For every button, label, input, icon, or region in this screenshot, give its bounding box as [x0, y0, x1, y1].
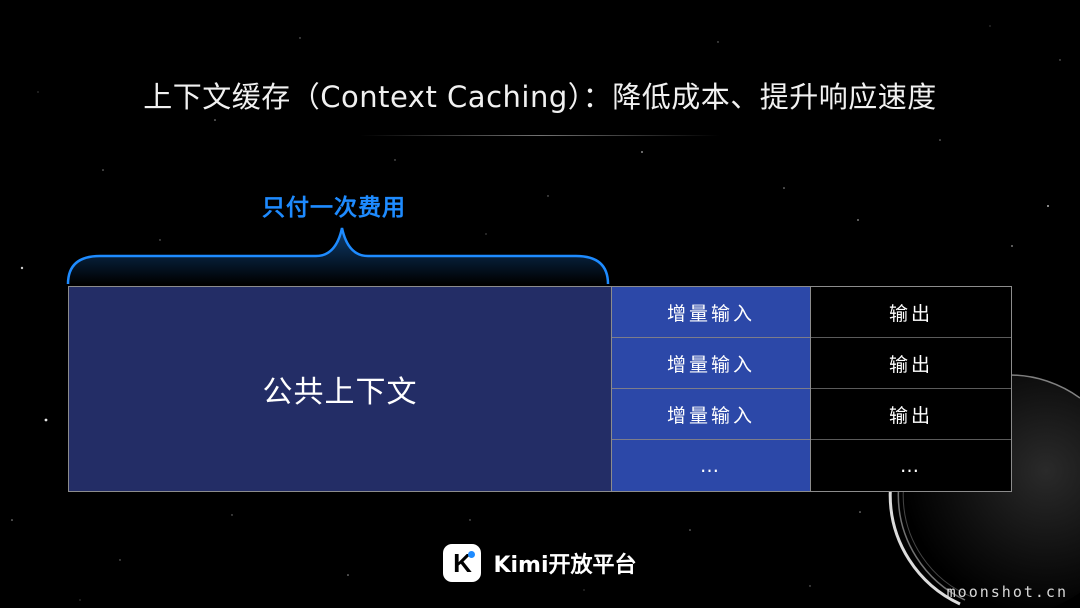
shared-context-block: 公共上下文 — [69, 287, 612, 491]
logo-letter: K — [453, 547, 472, 578]
incremental-input-cell: 增量输入 — [612, 389, 810, 440]
context-cache-diagram: 公共上下文 增量输入 增量输入 增量输入 … 输出 输出 输出 … — [68, 286, 1012, 492]
brand-name: Kimi开放平台 — [493, 553, 637, 578]
title-divider — [360, 135, 720, 136]
footer-brand: K Kimi开放平台 — [0, 544, 1080, 582]
logo-dot — [468, 551, 476, 558]
website-url: moonshot.cn — [946, 583, 1068, 601]
output-cell: … — [900, 454, 922, 477]
output-cell: 输出 — [811, 338, 1011, 389]
incremental-input-cell: 增量输入 — [612, 338, 810, 389]
output-cell: 输出 — [811, 287, 1011, 338]
incremental-input-cell: 增量输入 — [612, 287, 810, 338]
output-column: 输出 输出 输出 … — [811, 287, 1011, 491]
shared-context-label: 公共上下文 — [262, 375, 418, 410]
pay-once-annotation: 只付一次费用 — [262, 195, 406, 221]
output-cell: 输出 — [811, 389, 1011, 440]
curly-brace — [66, 227, 610, 285]
incremental-input-column: 增量输入 增量输入 增量输入 … — [612, 287, 811, 491]
kimi-logo-icon: K — [443, 544, 482, 582]
incremental-input-cell: … — [700, 454, 722, 477]
page-title: 上下文缓存（Context Caching）：降低成本、提升响应速度 — [143, 80, 937, 114]
